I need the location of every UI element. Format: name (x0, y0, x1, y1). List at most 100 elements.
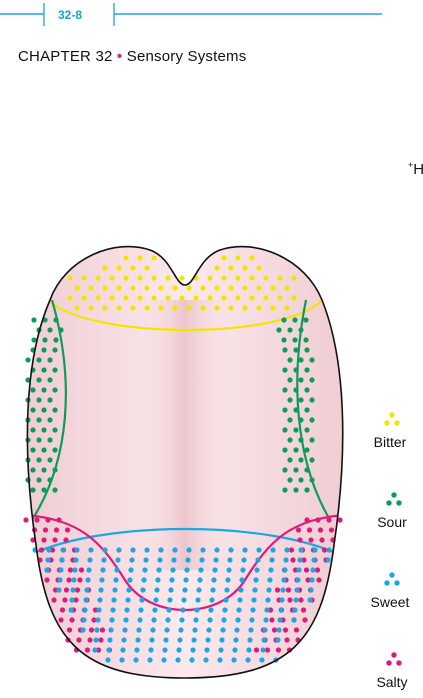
legend-symbol-salty (386, 660, 391, 665)
sour-dot (304, 467, 309, 472)
sweet-dot (277, 617, 282, 622)
sour-dot (52, 347, 57, 352)
bitter-dot (242, 265, 247, 270)
bitter-dot (193, 295, 198, 300)
sweet-dot (137, 617, 142, 622)
bitter-dot (130, 305, 135, 310)
salty-dot (52, 537, 57, 542)
sweet-dot (224, 587, 229, 592)
sweet-dot (125, 597, 130, 602)
sour-dot (281, 317, 286, 322)
sweet-dot (110, 607, 115, 612)
sweet-dot (191, 637, 196, 642)
sweet-dot (251, 597, 256, 602)
salty-dot (68, 567, 73, 572)
bitter-dot (123, 255, 128, 260)
sweet-dot (73, 557, 78, 562)
sweet-dot (124, 607, 129, 612)
bitter-dot (179, 295, 184, 300)
bitter-dot (81, 295, 86, 300)
sour-dot (303, 337, 308, 342)
sour-dot (47, 437, 52, 442)
bitter-dot (186, 285, 191, 290)
sweet-dot (72, 567, 77, 572)
legend-symbol-sweet (394, 580, 399, 585)
sour-dot (47, 397, 52, 402)
bitter-dot (74, 285, 79, 290)
sweet-dot (116, 547, 121, 552)
sour-dot (304, 347, 309, 352)
sweet-dot (149, 637, 154, 642)
sweet-dot (182, 587, 187, 592)
bitter-dot (109, 275, 114, 280)
bitter-dot (214, 305, 219, 310)
sweet-dot (185, 557, 190, 562)
salty-dot (276, 647, 281, 652)
sour-dot (52, 367, 57, 372)
sour-dot (31, 317, 36, 322)
sweet-dot (193, 617, 198, 622)
sweet-dot (240, 567, 245, 572)
bitter-dot (130, 285, 135, 290)
salty-dot (85, 647, 90, 652)
bitter-dot (270, 285, 275, 290)
sweet-dot (208, 607, 213, 612)
sweet-dot (326, 547, 331, 552)
sweet-dot (268, 567, 273, 572)
bitter-dot (221, 275, 226, 280)
sweet-dot (262, 627, 267, 632)
legend-item-salty: Salty (362, 672, 422, 690)
bitter-dot (144, 305, 149, 310)
salty-dot (89, 627, 94, 632)
bitter-dot (158, 305, 163, 310)
sweet-dot (169, 577, 174, 582)
sweet-dot (265, 597, 270, 602)
salty-dot (265, 647, 270, 652)
sour-dot (41, 387, 46, 392)
sour-dot (282, 487, 287, 492)
sweet-dot (56, 587, 61, 592)
sour-dot (36, 377, 41, 382)
sweet-dot (148, 647, 153, 652)
sweet-dot (58, 567, 63, 572)
sweet-dot (204, 647, 209, 652)
sour-dot (30, 387, 35, 392)
bitter-dot (228, 285, 233, 290)
sour-dot (298, 357, 303, 362)
bitter-dot (277, 275, 282, 280)
sweet-dot (88, 547, 93, 552)
sour-dot (298, 457, 303, 462)
sour-dot (287, 477, 292, 482)
sour-dot (282, 427, 287, 432)
sweet-dot (237, 597, 242, 602)
sour-dot (30, 407, 35, 412)
sour-dot (41, 347, 46, 352)
legend-symbol-bitter (394, 420, 399, 425)
salty-dot (326, 517, 331, 522)
sour-dot (287, 437, 292, 442)
sweet-dot (140, 587, 145, 592)
sweet-dot (120, 647, 125, 652)
salty-dot (69, 617, 74, 622)
salty-dot (65, 527, 70, 532)
sour-dot (36, 397, 41, 402)
bitter-dot (256, 285, 261, 290)
sweet-dot (164, 627, 169, 632)
salty-dot (318, 527, 323, 532)
salty-dot (58, 617, 63, 622)
bitter-dot (137, 295, 142, 300)
salty-dot (54, 527, 59, 532)
legend-symbols (384, 412, 401, 665)
salty-dot (75, 587, 80, 592)
bitter-dot (116, 305, 121, 310)
sweet-dot (83, 597, 88, 602)
bitter-dot (74, 305, 79, 310)
sweet-dot (190, 647, 195, 652)
sour-dot (41, 487, 46, 492)
bitter-dot (270, 305, 275, 310)
bitter-dot (242, 285, 247, 290)
bitter-dot (249, 255, 254, 260)
sweet-dot (111, 597, 116, 602)
salty-dot (269, 617, 274, 622)
legend-symbol-sweet (389, 572, 394, 577)
